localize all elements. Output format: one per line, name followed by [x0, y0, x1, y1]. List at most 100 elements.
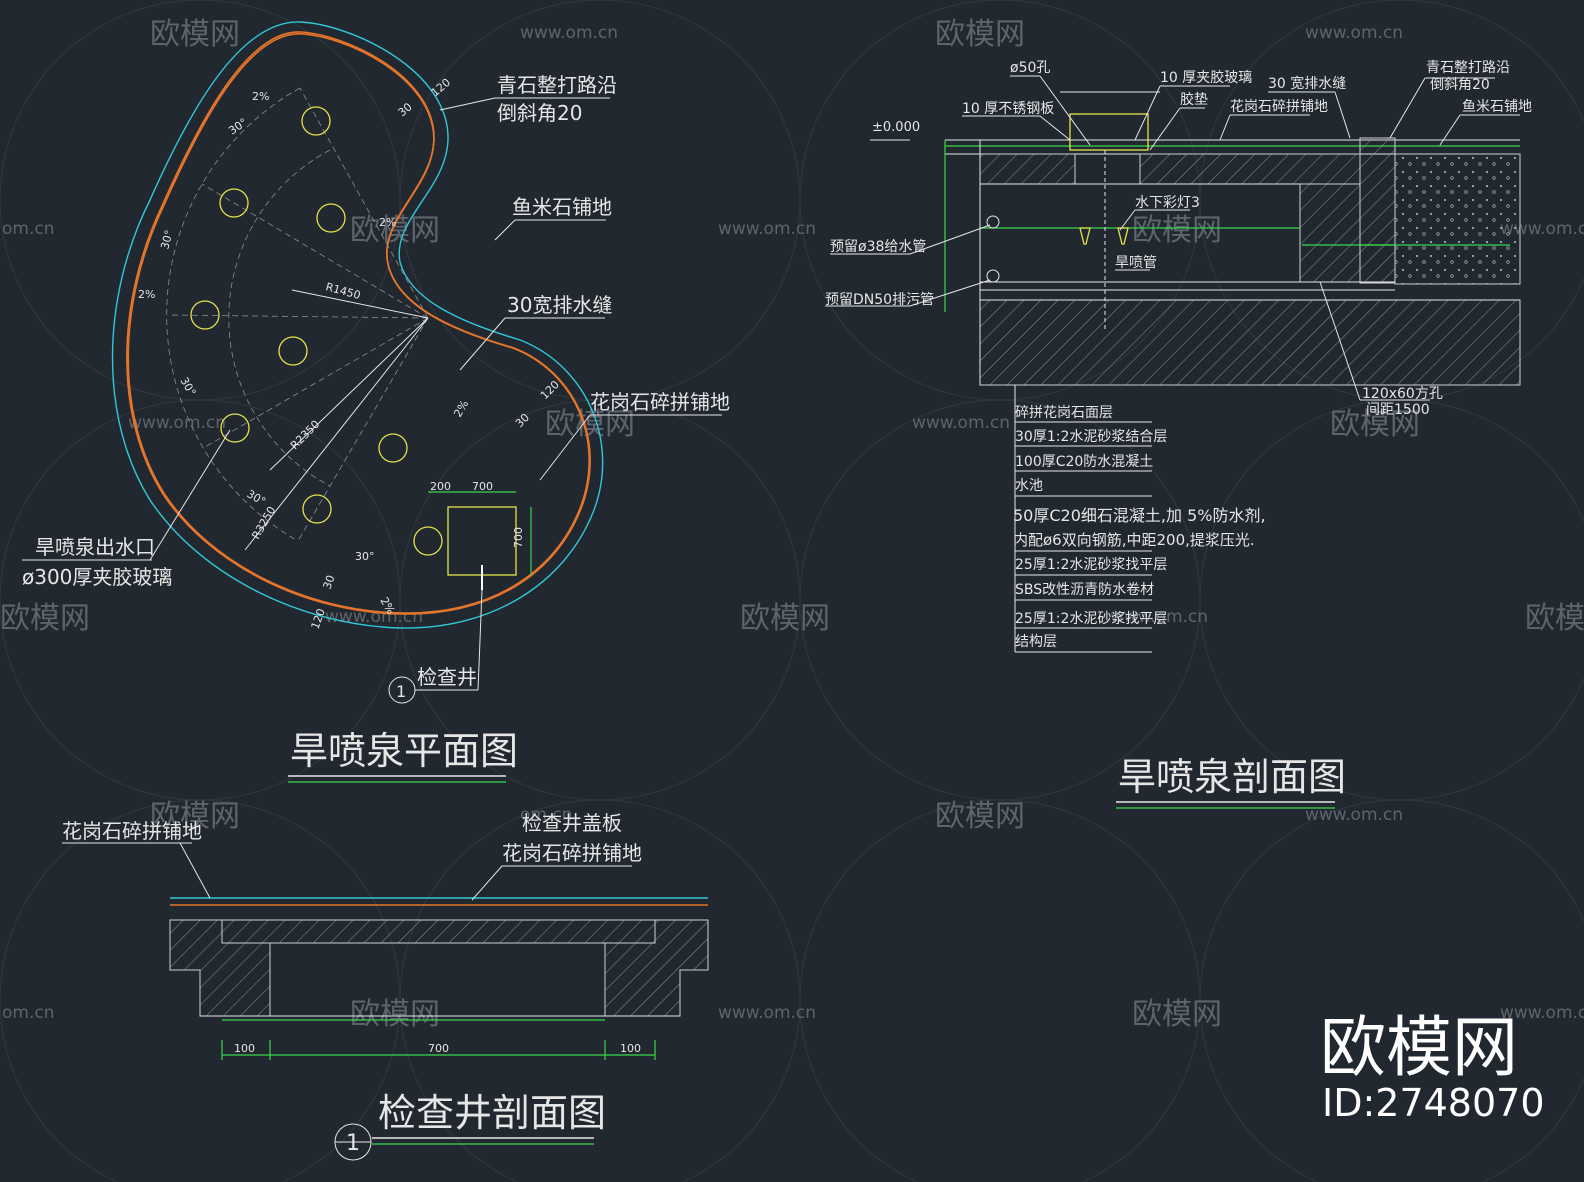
svg-text:30°: 30° [158, 229, 176, 251]
outlet-circle [413, 526, 443, 556]
watermark-brand: 欧模网 [150, 799, 240, 834]
watermark-url: om.cn [520, 805, 573, 825]
outlet-circle [220, 413, 250, 443]
svg-text:ø50孔: ø50孔 [1010, 60, 1050, 76]
plan-view: 120 30 2% 30° 2% 30° 2% R1450 30° 2% 30 … [22, 21, 730, 783]
svg-text:120: 120 [429, 76, 453, 99]
svg-text:10 厚不锈钢板: 10 厚不锈钢板 [962, 101, 1054, 117]
watermark-url: www.om.cn [1305, 805, 1403, 825]
svg-text:R3250: R3250 [249, 504, 278, 541]
svg-text:30°: 30° [245, 487, 268, 508]
svg-text:30: 30 [396, 100, 415, 119]
svg-text:50厚C20细石混凝土,加 5%防水剂,: 50厚C20细石混凝土,加 5%防水剂, [1013, 506, 1266, 525]
svg-text:间距1500: 间距1500 [1366, 402, 1430, 418]
watermark-url: www.om.cn [1500, 219, 1584, 239]
watermarks: 欧模网 www.om.cn 欧模网 www.om.cn om.cn 欧模网 ww… [0, 17, 1584, 1032]
brand-logo-text: 欧模网 [1320, 1009, 1518, 1086]
pool-wall [1299, 183, 1361, 283]
light-fixture [1079, 227, 1091, 245]
svg-text:120x60方孔: 120x60方孔 [1362, 386, 1443, 402]
label-fishroe: 鱼米石铺地 [512, 195, 612, 219]
watermark-url: www.om.cn [912, 413, 1010, 433]
radius-r1450-line [291, 289, 429, 319]
svg-text:100: 100 [234, 1042, 255, 1055]
radius-r3250-line [244, 317, 429, 551]
svg-text:±0.000: ±0.000 [872, 120, 920, 135]
watermark-brand: 欧模网 [1132, 997, 1222, 1032]
light-fixture [1117, 227, 1129, 245]
watermark-url: www.om.cn [718, 1003, 816, 1023]
watermark-url: www.om.cn [128, 413, 226, 433]
plan-curb-inner [127, 33, 590, 614]
svg-text:2%: 2% [252, 90, 269, 103]
well-label-left: 花岗石碎拼铺地 [62, 819, 202, 843]
label-granite: 花岗石碎拼铺地 [590, 390, 730, 414]
svg-text:R1450: R1450 [324, 280, 362, 302]
svg-text:鱼米石铺地: 鱼米石铺地 [1462, 98, 1532, 115]
svg-text:200: 200 [430, 480, 451, 493]
label-curb-line1: 青石整打路沿 [497, 73, 617, 97]
svg-text:10 厚夹胶玻璃: 10 厚夹胶玻璃 [1160, 69, 1252, 86]
outlet-circle [190, 300, 220, 330]
section-labels: ø50孔 10 厚不锈钢板 10 厚夹胶玻璃 胶垫 30 宽排水缝 花岗石碎拼铺… [825, 59, 1532, 418]
svg-text:700: 700 [428, 1042, 449, 1055]
svg-text:旱喷管: 旱喷管 [1115, 255, 1157, 271]
watermark-url: www.om.cn [1500, 1003, 1584, 1023]
svg-text:100: 100 [620, 1042, 641, 1055]
svg-text:700: 700 [472, 480, 493, 493]
well-title: 检查井剖面图 [378, 1091, 606, 1135]
radius-r2350-line [269, 317, 429, 471]
watermark-brand: 欧模网 [1132, 213, 1222, 248]
watermark-brand: 欧模网 [545, 407, 635, 442]
svg-text:SBS改性沥青防水卷材: SBS改性沥青防水卷材 [1015, 582, 1154, 598]
layer-list: 碎拼花岗石面层 30厚1:2水泥砂浆结合层 100厚C20防水混凝土 水池 50… [1013, 405, 1266, 653]
label-outlet-line2: ø300厚夹胶玻璃 [22, 565, 172, 589]
watermark-url: www.om.cn [520, 23, 618, 43]
plan-dimensions: 120 30 2% 30° 2% 30° 2% R1450 30° 2% 30 … [138, 76, 562, 631]
svg-text:30厚1:2水泥砂浆结合层: 30厚1:2水泥砂浆结合层 [1015, 429, 1167, 445]
watermark-url: om.cn [2, 1003, 55, 1023]
outlet-circle [302, 494, 332, 524]
svg-text:30°: 30° [226, 116, 249, 138]
watermark-brand: 欧模网 [1330, 407, 1420, 442]
outlet-circle [301, 106, 331, 136]
svg-text:水池: 水池 [1015, 478, 1043, 494]
slab-left [979, 153, 1076, 185]
svg-text:预留ø38给水管: 预留ø38给水管 [830, 239, 926, 255]
structural-base [979, 299, 1521, 386]
svg-text:倒斜角20: 倒斜角20 [1430, 77, 1490, 93]
fountain-outlets [190, 106, 443, 556]
well-label-cover: 检查井盖板 [522, 811, 622, 835]
label-outlet-line1: 旱喷泉出水口 [35, 535, 155, 559]
outlet-circle [278, 336, 308, 366]
outlet-circle [378, 433, 408, 463]
curb-stone [1359, 137, 1396, 284]
svg-text:30°: 30° [355, 550, 375, 563]
label-curb-line2: 倒斜角20 [497, 101, 582, 125]
svg-text:100厚C20防水混凝土: 100厚C20防水混凝土 [1015, 454, 1153, 470]
label-inspection-well: 检查井 [417, 665, 477, 689]
svg-text:内配ø6双向钢筋,中距200,提浆压光.: 内配ø6双向钢筋,中距200,提浆压光. [1013, 531, 1255, 549]
watermark-brand: 欧模网 [935, 799, 1025, 834]
inspection-well-square [447, 506, 517, 576]
radial-lines [166, 87, 429, 542]
svg-text:花岗石碎拼铺地: 花岗石碎拼铺地 [1230, 99, 1328, 115]
svg-text:2%: 2% [138, 288, 155, 301]
svg-text:预留DN50排污管: 预留DN50排污管 [825, 292, 934, 308]
well-section-view: 100 700 100 花岗石碎拼铺地 检查井盖板 花岗石碎拼铺地 1 检查井剖… [62, 811, 709, 1161]
svg-text:30: 30 [513, 411, 532, 430]
svg-text:25厚1:2水泥砂浆找平层: 25厚1:2水泥砂浆找平层 [1015, 557, 1167, 573]
watermark-brand: 欧模网 [0, 601, 90, 636]
section-title: 旱喷泉剖面图 [1118, 755, 1346, 799]
watermark-url: www.om.cn [325, 607, 423, 627]
watermark-brand: 欧模网 [350, 997, 440, 1032]
watermark-url: www.om.cn [1110, 607, 1208, 627]
watermark-brand: 欧模网 [740, 601, 830, 636]
well-marker-number: 1 [346, 1131, 360, 1156]
watermark-url: www.om.cn [718, 219, 816, 239]
slab-right [1139, 153, 1361, 185]
plan-outer-edge [111, 21, 604, 629]
well-marker-number: 1 [396, 682, 406, 701]
label-drain: 30宽排水缝 [507, 293, 612, 317]
